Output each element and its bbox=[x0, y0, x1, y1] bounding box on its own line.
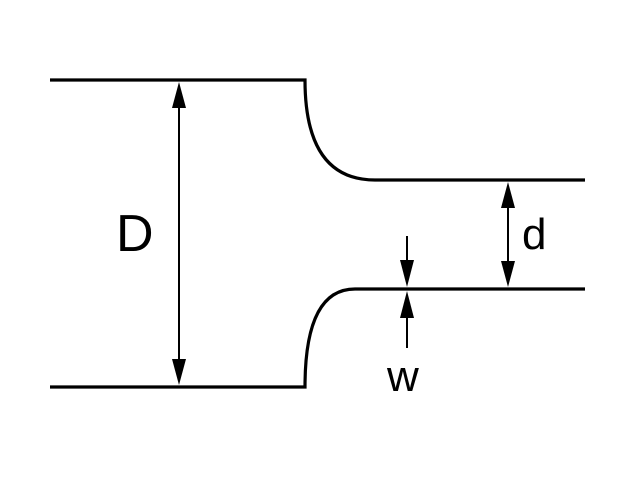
large-diameter-arrow-bottom bbox=[172, 359, 186, 385]
large-diameter-arrow-top bbox=[172, 82, 186, 108]
small-diameter-dimension bbox=[501, 182, 515, 287]
small-diameter-label: d bbox=[522, 210, 546, 259]
fillet-width-arrow-up bbox=[400, 291, 414, 318]
large-diameter-dimension bbox=[172, 82, 186, 385]
fillet-width-arrow-down bbox=[400, 260, 414, 287]
lower-profile-outline bbox=[50, 287, 585, 389]
upper-profile-outline bbox=[50, 78, 585, 182]
fillet-width-dimension bbox=[400, 236, 414, 348]
fillet-width-label: w bbox=[386, 352, 419, 401]
small-diameter-arrow-top bbox=[501, 182, 515, 208]
small-diameter-arrow-bottom bbox=[501, 261, 515, 287]
large-diameter-label: D bbox=[116, 205, 154, 263]
